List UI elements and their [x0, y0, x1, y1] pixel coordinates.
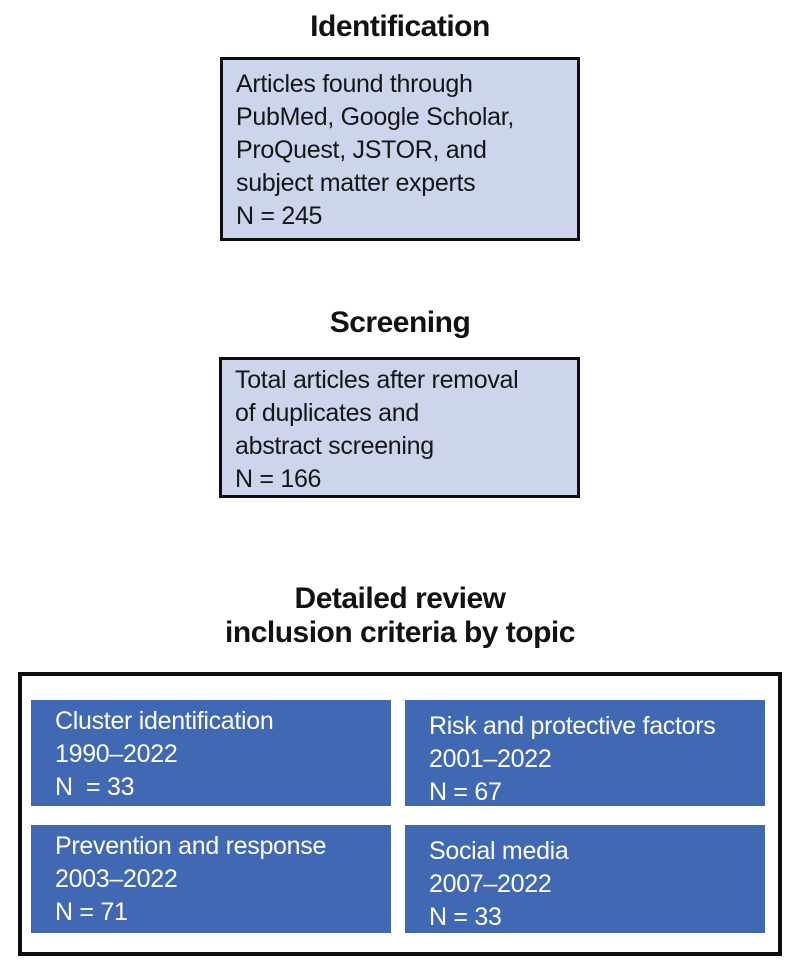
topic-count: N = 71 [55, 898, 128, 926]
screening-box-line: Total articles after removal [235, 366, 519, 394]
topic-box-risk-and-protective-factors: Risk and protective factors 2001–2022 N … [405, 700, 765, 806]
topic-count: N = 67 [429, 778, 502, 806]
screening-box-line: abstract screening [235, 432, 434, 460]
topic-years: 2007–2022 [429, 870, 552, 898]
screening-box: Total articles after removal of duplicat… [219, 357, 580, 498]
topic-name: Cluster identification [55, 707, 274, 735]
topic-years: 1990–2022 [55, 740, 178, 768]
identification-section-title: Identification [310, 10, 490, 43]
identification-box-line: subject matter experts [236, 169, 476, 197]
topic-name: Social media [429, 837, 569, 865]
topic-count: N = 33 [429, 903, 502, 931]
screening-box-line: of duplicates and [235, 399, 419, 427]
topic-years: 2003–2022 [55, 865, 178, 893]
screening-box-count: N = 166 [235, 465, 322, 493]
identification-box-count: N = 245 [236, 202, 323, 230]
topic-name: Prevention and response [55, 832, 327, 860]
topic-box-cluster-identification: Cluster identification 1990–2022 N = 33 [31, 700, 391, 806]
topic-years: 2001–2022 [429, 745, 552, 773]
identification-box-line: ProQuest, JSTOR, and [236, 136, 487, 164]
identification-box: Articles found through PubMed, Google Sc… [220, 57, 580, 241]
topic-count: N = 33 [55, 773, 135, 801]
topic-box-prevention-and-response: Prevention and response 2003–2022 N = 71 [31, 825, 391, 933]
detailed-review-title-line1: Detailed review [294, 582, 506, 615]
topic-box-social-media: Social media 2007–2022 N = 33 [405, 825, 765, 933]
detailed-review-title-line2: inclusion criteria by topic [225, 616, 575, 649]
identification-box-line: PubMed, Google Scholar, [236, 103, 515, 131]
topic-name: Risk and protective factors [429, 712, 716, 740]
identification-box-line: Articles found through [236, 70, 473, 98]
screening-section-title: Screening [329, 306, 471, 339]
detailed-review-section-title: Detailed review inclusion criteria by to… [0, 582, 800, 650]
